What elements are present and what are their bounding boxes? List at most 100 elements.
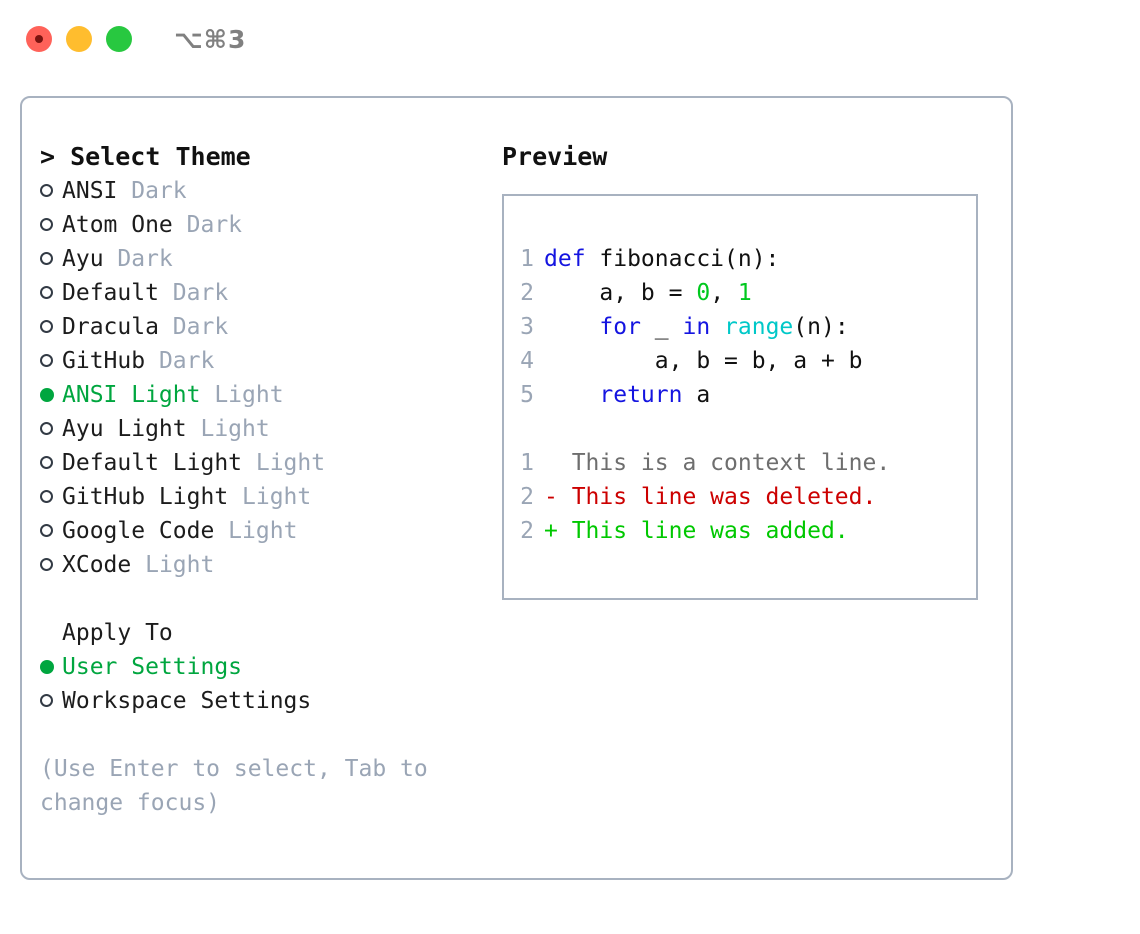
close-window-icon[interactable] <box>26 26 52 52</box>
window-title: ⌥⌘3 <box>174 24 247 54</box>
code-line: 5 return a <box>518 378 968 412</box>
code-token-kw: for <box>599 314 641 340</box>
code-token-txt: a, b = <box>544 280 697 306</box>
apply-option-label: Workspace Settings <box>62 688 312 714</box>
theme-option-label: Google Code <box>62 518 215 544</box>
apply-option-label: User Settings <box>62 654 243 680</box>
theme-option-11[interactable]: XCode Light <box>40 548 480 582</box>
code-token-txt: fibonacci(n): <box>585 246 780 272</box>
line-number: 2 <box>520 518 534 544</box>
radio-unselected-icon[interactable] <box>40 173 62 207</box>
theme-option-label: Ayu Light <box>62 416 187 442</box>
apply-option-0[interactable]: User Settings <box>40 650 480 684</box>
code-token-txt <box>544 382 599 408</box>
line-number: 2 <box>520 280 534 306</box>
theme-option-label: Atom One <box>62 212 173 238</box>
theme-option-label: GitHub Light <box>62 484 229 510</box>
theme-option-variant-tag: Dark <box>145 348 215 374</box>
page-title: > Select Theme <box>40 142 251 171</box>
theme-option-8[interactable]: Default Light Light <box>40 446 480 480</box>
theme-option-label: Default Light <box>62 450 243 476</box>
theme-option-label: GitHub <box>62 348 146 374</box>
code-token-fn: range <box>724 314 794 340</box>
radio-unselected-icon[interactable] <box>40 411 62 445</box>
radio-unselected-icon[interactable] <box>40 343 62 377</box>
preview-title: Preview <box>502 142 608 171</box>
theme-option-variant-tag: Light <box>228 484 312 510</box>
code-token-txt: (n): <box>793 314 849 340</box>
radio-unselected-icon[interactable] <box>40 309 62 343</box>
code-line: 2 a, b = 0, 1 <box>518 276 968 310</box>
radio-unselected-icon[interactable] <box>40 513 62 547</box>
theme-option-0[interactable]: ANSI Dark <box>40 174 480 208</box>
theme-option-10[interactable]: Google Code Light <box>40 514 480 548</box>
theme-option-5[interactable]: GitHub Dark <box>40 344 480 378</box>
minimize-window-icon[interactable] <box>66 26 92 52</box>
diff-line-del: 2 - This line was deleted. <box>518 480 968 514</box>
radio-unselected-icon[interactable] <box>40 547 62 581</box>
radio-ring <box>40 286 53 299</box>
code-token-num: 1 <box>737 280 752 306</box>
theme-option-6[interactable]: ANSI Light Light <box>40 378 480 412</box>
radio-unselected-icon[interactable] <box>40 207 62 241</box>
theme-option-variant-tag: Light <box>186 416 270 442</box>
theme-option-9[interactable]: GitHub Light Light <box>40 480 480 514</box>
line-number: 4 <box>520 348 534 374</box>
line-number: 1 <box>520 450 534 476</box>
maximize-window-icon[interactable] <box>106 26 132 52</box>
radio-ring <box>40 184 53 197</box>
radio-ring <box>40 490 53 503</box>
theme-option-4[interactable]: Dracula Dark <box>40 310 480 344</box>
theme-option-3[interactable]: Default Dark <box>40 276 480 310</box>
diff-line-text: - This line was deleted. <box>544 484 877 510</box>
theme-option-variant-tag: Light <box>131 552 215 578</box>
diff-line-text: This is a context line. <box>544 450 891 476</box>
radio-ring <box>40 218 53 231</box>
radio-unselected-icon[interactable] <box>40 479 62 513</box>
diff-line-ctx: 1 This is a context line. <box>518 446 968 480</box>
code-token-num: 0 <box>696 280 711 306</box>
theme-option-1[interactable]: Atom One Dark <box>40 208 480 242</box>
code-line: 3 for _ in range(n): <box>518 310 968 344</box>
code-token-txt <box>544 314 599 340</box>
theme-option-label: Dracula <box>62 314 159 340</box>
theme-option-variant-tag: Dark <box>117 178 187 204</box>
radio-selected-icon[interactable] <box>40 377 62 411</box>
diff-line-add: 2 + This line was added. <box>518 514 968 548</box>
code-token-txt: , <box>710 280 738 306</box>
traffic-light-group <box>26 26 132 52</box>
theme-option-label: XCode <box>62 552 132 578</box>
theme-option-2[interactable]: Ayu Dark <box>40 242 480 276</box>
theme-option-variant-tag: Light <box>214 518 298 544</box>
radio-selected-icon[interactable] <box>40 649 62 683</box>
radio-ring <box>40 252 53 265</box>
theme-option-variant-tag: Light <box>200 382 284 408</box>
radio-unselected-icon[interactable] <box>40 275 62 309</box>
apply-option-1[interactable]: Workspace Settings <box>40 684 480 718</box>
radio-ring <box>40 558 53 571</box>
radio-ring <box>40 694 53 707</box>
radio-ring <box>40 354 53 367</box>
theme-option-label: ANSI <box>62 178 118 204</box>
theme-option-label: Default <box>62 280 159 306</box>
radio-unselected-icon[interactable] <box>40 241 62 275</box>
diff-line-text: + This line was added. <box>544 518 849 544</box>
radio-unselected-icon[interactable] <box>40 683 62 717</box>
code-token-kw: def <box>544 246 586 272</box>
theme-option-variant-tag: Dark <box>172 212 243 238</box>
code-token-txt: a, b = b, a + b <box>544 348 863 374</box>
radio-ring <box>40 456 53 469</box>
radio-unselected-icon[interactable] <box>40 445 62 479</box>
line-number: 2 <box>520 484 534 510</box>
theme-option-label: Ayu <box>62 246 104 272</box>
theme-option-7[interactable]: Ayu Light Light <box>40 412 480 446</box>
